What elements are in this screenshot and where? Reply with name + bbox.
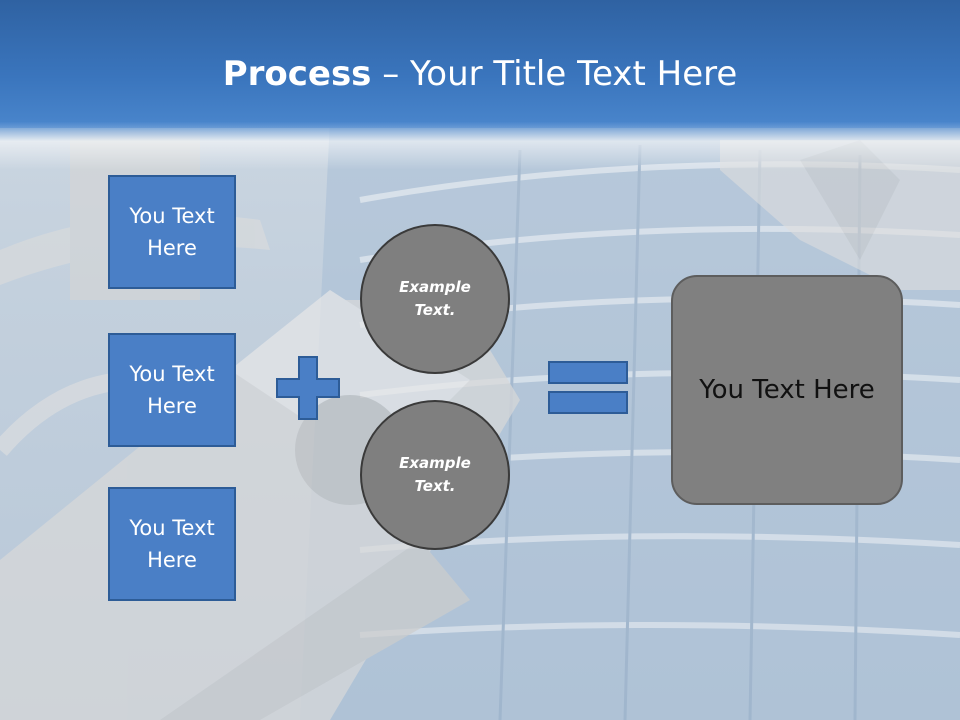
title-bar: [0, 0, 960, 128]
title-bar-fade: [0, 122, 960, 170]
text-box-2-label: You Text Here: [129, 362, 215, 418]
slide-title-rest: – Your Title Text Here: [371, 54, 738, 94]
text-box-2[interactable]: You Text Here: [108, 333, 236, 447]
text-box-1-label: You Text Here: [129, 204, 215, 260]
example-circle-2[interactable]: Example Text.: [360, 400, 510, 550]
text-box-1[interactable]: You Text Here: [108, 175, 236, 289]
text-box-3-label: You Text Here: [129, 516, 215, 572]
camera-top-right: [720, 140, 960, 290]
equals-icon: [548, 361, 628, 414]
example-circle-2-label: Example Text.: [399, 454, 471, 495]
slide-title-bold: Process: [222, 54, 372, 94]
example-circle-1-label: Example Text.: [399, 278, 471, 319]
text-box-3[interactable]: You Text Here: [108, 487, 236, 601]
result-box[interactable]: You Text Here: [671, 275, 903, 505]
plus-icon: [276, 356, 340, 420]
result-box-label: You Text Here: [699, 375, 875, 405]
slide-title: Process – Your Title Text Here: [0, 52, 960, 96]
example-circle-1[interactable]: Example Text.: [360, 224, 510, 374]
